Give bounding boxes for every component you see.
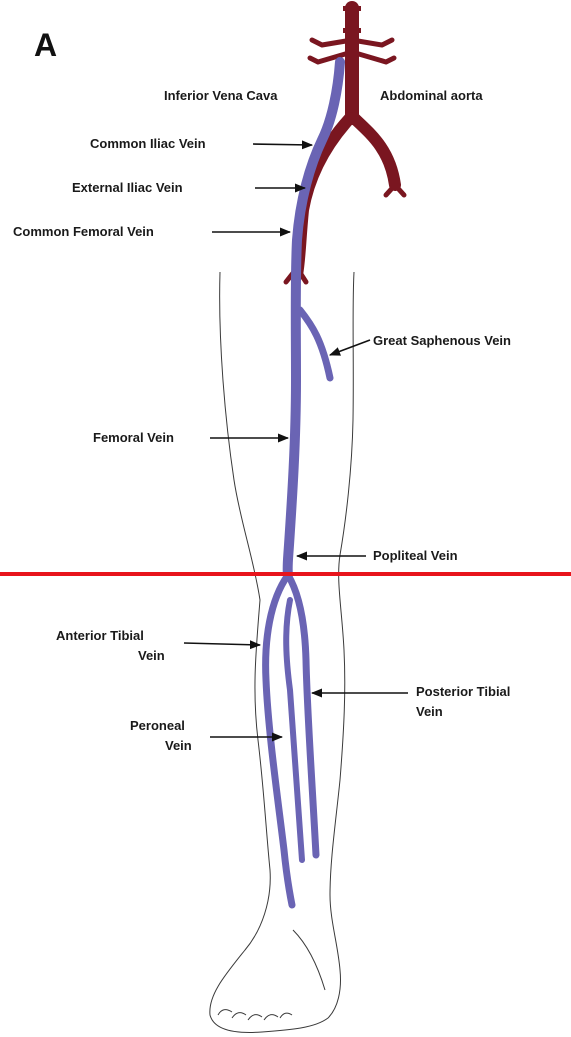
arrow-anterior-tibial-vein bbox=[184, 643, 260, 645]
label-posterior-tibial-vein-line1: Posterior Tibial bbox=[416, 684, 510, 699]
abdominal-aorta bbox=[286, 6, 404, 282]
label-external-iliac-vein: External Iliac Vein bbox=[72, 180, 183, 195]
label-anterior-tibial-vein-line1: Anterior Tibial bbox=[56, 628, 144, 643]
label-posterior-tibial-vein-line2: Vein bbox=[416, 704, 443, 719]
label-peroneal-vein-line1: Peroneal bbox=[130, 718, 185, 733]
label-anterior-tibial-vein-line2: Vein bbox=[138, 648, 165, 663]
label-common-femoral-vein: Common Femoral Vein bbox=[13, 224, 154, 239]
label-femoral-vein: Femoral Vein bbox=[93, 430, 174, 445]
arrow-common-iliac-vein bbox=[253, 144, 312, 145]
label-great-saphenous-vein: Great Saphenous Vein bbox=[373, 333, 511, 348]
label-inferior-vena-cava: Inferior Vena Cava bbox=[164, 88, 278, 103]
label-peroneal-vein-line2: Vein bbox=[165, 738, 192, 753]
arrow-great-saphenous-vein bbox=[330, 340, 370, 355]
panel-label: A bbox=[34, 27, 57, 63]
label-popliteal-vein: Popliteal Vein bbox=[373, 548, 458, 563]
label-abdominal-aorta: Abdominal aorta bbox=[380, 88, 483, 103]
leg-outline bbox=[210, 272, 354, 1032]
label-common-iliac-vein: Common Iliac Vein bbox=[90, 136, 206, 151]
